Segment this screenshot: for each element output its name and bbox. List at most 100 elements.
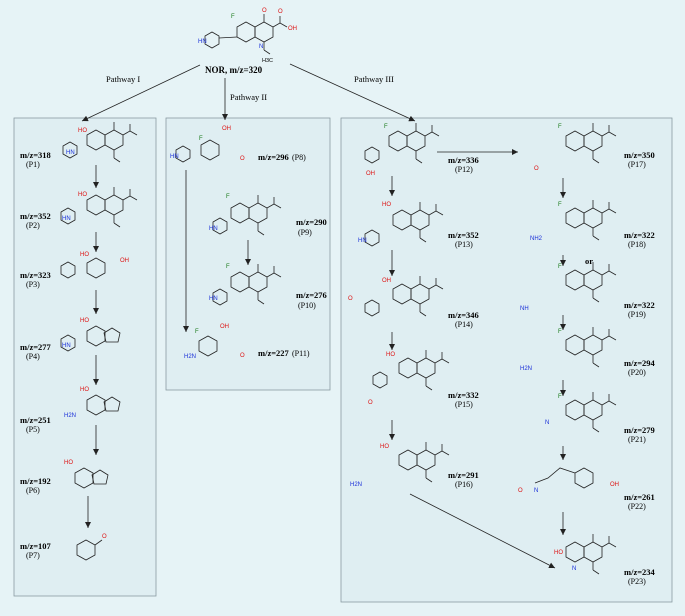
p12-mz: m/z=336 bbox=[448, 155, 479, 165]
p18-mz: m/z=322 bbox=[624, 230, 655, 240]
p11-id: (P11) bbox=[292, 349, 310, 358]
svg-text:HO: HO bbox=[80, 318, 89, 324]
p10-id: (P10) bbox=[298, 301, 316, 310]
p10-structure: F HN bbox=[209, 263, 282, 306]
p16-id: (P16) bbox=[455, 480, 473, 489]
svg-text:H2N: H2N bbox=[350, 482, 362, 488]
pathway-2-label: Pathway II bbox=[230, 92, 267, 102]
svg-text:F: F bbox=[226, 264, 230, 270]
svg-text:H3C: H3C bbox=[262, 58, 273, 64]
svg-text:HN: HN bbox=[358, 238, 367, 244]
svg-text:HO: HO bbox=[380, 444, 389, 450]
svg-text:O: O bbox=[368, 400, 373, 406]
nor-structure: F O O OH N HN H3C bbox=[198, 8, 297, 64]
p2-mz: m/z=352 bbox=[20, 211, 51, 221]
svg-text:F: F bbox=[195, 329, 199, 335]
svg-text:F: F bbox=[226, 194, 230, 200]
svg-text:OH: OH bbox=[120, 258, 129, 264]
p6-mz: m/z=192 bbox=[20, 476, 51, 486]
svg-text:F: F bbox=[384, 124, 388, 130]
p20-mz: m/z=294 bbox=[624, 358, 656, 368]
svg-text:O: O bbox=[240, 156, 245, 162]
p22-id: (P22) bbox=[628, 502, 646, 511]
svg-text:N: N bbox=[259, 44, 263, 50]
p9-structure: FHN bbox=[209, 194, 282, 236]
svg-text:F: F bbox=[558, 202, 562, 208]
p21-structure: FN bbox=[545, 391, 617, 433]
p7-id: (P7) bbox=[26, 551, 40, 560]
parent-label: NOR, m/z=320 bbox=[205, 65, 263, 75]
p9-id: (P9) bbox=[298, 228, 312, 237]
p7-mz: m/z=107 bbox=[20, 541, 52, 551]
svg-text:HN: HN bbox=[62, 343, 71, 349]
svg-text:N: N bbox=[572, 566, 576, 572]
svg-text:O: O bbox=[348, 296, 353, 302]
svg-text:N: N bbox=[534, 488, 538, 494]
svg-text:HN: HN bbox=[209, 296, 218, 302]
p2-id: (P2) bbox=[26, 221, 40, 230]
svg-text:HN: HN bbox=[198, 39, 207, 45]
svg-text:OH: OH bbox=[220, 324, 229, 330]
svg-text:HO: HO bbox=[554, 550, 563, 556]
p17-id: (P17) bbox=[628, 160, 646, 169]
p21-id: (P21) bbox=[628, 435, 646, 444]
p23-id: (P23) bbox=[628, 577, 646, 586]
p5-mz: m/z=251 bbox=[20, 415, 51, 425]
p4-mz: m/z=277 bbox=[20, 342, 52, 352]
p20-id: (P20) bbox=[628, 368, 646, 377]
svg-text:H2N: H2N bbox=[184, 354, 196, 360]
p19-mz: m/z=322 bbox=[624, 300, 655, 310]
svg-text:HN: HN bbox=[66, 150, 75, 156]
p3-mz: m/z=323 bbox=[20, 270, 51, 280]
svg-text:HO: HO bbox=[64, 460, 73, 466]
p13-structure: HO HN bbox=[358, 201, 444, 247]
p23-structure: HO N bbox=[554, 533, 617, 575]
p13-mz: m/z=352 bbox=[448, 230, 479, 240]
p23-mz: m/z=234 bbox=[624, 567, 656, 577]
p14-mz: m/z=346 bbox=[448, 310, 479, 320]
svg-text:HO: HO bbox=[80, 252, 89, 258]
p12-id: (P12) bbox=[455, 165, 473, 174]
p7-structure: O bbox=[76, 534, 107, 561]
svg-text:O: O bbox=[102, 534, 107, 540]
p6-id: (P6) bbox=[26, 486, 40, 495]
p22-mz: m/z=261 bbox=[624, 492, 655, 502]
p6-structure: HO bbox=[64, 460, 109, 489]
p3-id: (P3) bbox=[26, 280, 40, 289]
svg-text:HO: HO bbox=[386, 352, 395, 358]
p11-mz: m/z=227 bbox=[258, 348, 290, 358]
svg-text:HN: HN bbox=[62, 216, 71, 222]
p13-id: (P13) bbox=[455, 240, 473, 249]
p9-mz: m/z=290 bbox=[296, 217, 327, 227]
svg-text:F: F bbox=[558, 394, 562, 400]
p15-structure: HO O bbox=[368, 349, 450, 406]
svg-text:OH: OH bbox=[288, 26, 297, 32]
svg-text:OH: OH bbox=[610, 482, 619, 488]
p21-mz: m/z=279 bbox=[624, 425, 655, 435]
svg-text:HN: HN bbox=[170, 154, 179, 160]
p1-mz: m/z=318 bbox=[20, 150, 51, 160]
svg-text:HO: HO bbox=[78, 192, 87, 198]
svg-text:OH: OH bbox=[366, 171, 375, 177]
svg-text:HO: HO bbox=[80, 387, 89, 393]
svg-text:N: N bbox=[545, 420, 549, 426]
svg-text:F: F bbox=[199, 136, 203, 142]
svg-text:F: F bbox=[558, 329, 562, 335]
p8-id: (P8) bbox=[292, 153, 306, 162]
svg-text:HO: HO bbox=[382, 202, 391, 208]
svg-text:O: O bbox=[262, 8, 267, 14]
p4-id: (P4) bbox=[26, 352, 40, 361]
p15-mz: m/z=332 bbox=[448, 390, 479, 400]
p2-structure: HO HN bbox=[60, 186, 138, 228]
p19-structure: FNH bbox=[520, 261, 617, 312]
p14-id: (P14) bbox=[455, 320, 473, 329]
p16-mz: m/z=291 bbox=[448, 470, 479, 480]
pathway-3-box bbox=[340, 117, 673, 603]
p8-mz: m/z=296 bbox=[258, 152, 289, 162]
